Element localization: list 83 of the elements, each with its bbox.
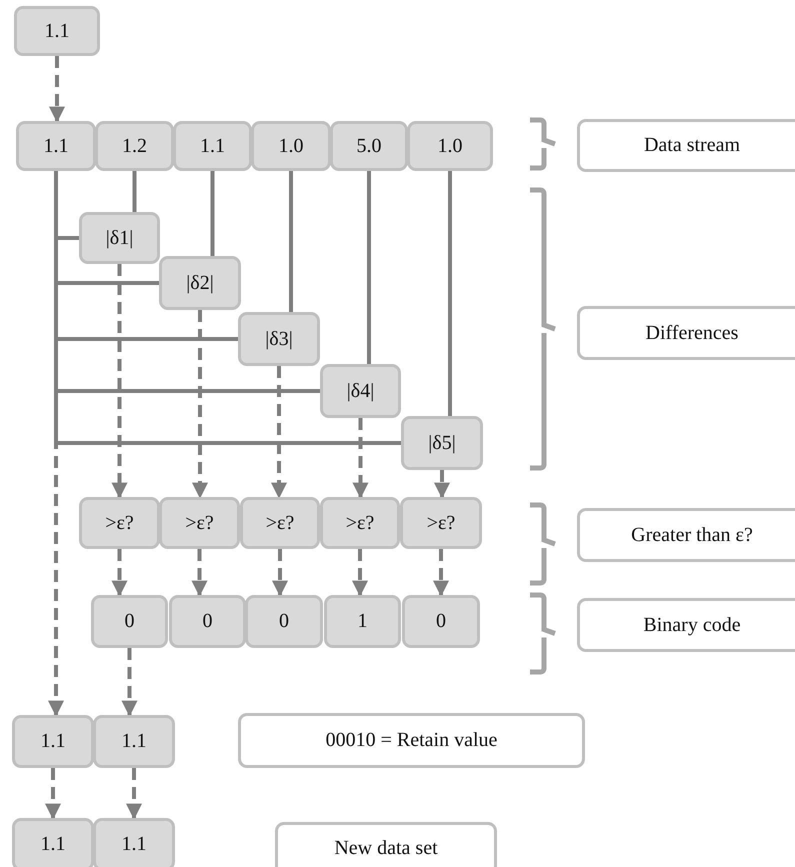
value-box bbox=[240, 497, 320, 549]
node-text: 1.1 bbox=[44, 134, 68, 158]
node-text: 1 bbox=[358, 610, 368, 633]
value-box bbox=[95, 121, 174, 171]
value-box bbox=[91, 595, 168, 648]
node-text: |δ1| bbox=[106, 226, 134, 250]
value-box bbox=[407, 121, 493, 171]
node-text: >ε? bbox=[185, 512, 214, 534]
value-box bbox=[159, 497, 240, 549]
label-box bbox=[577, 306, 795, 360]
node-text: 0 bbox=[279, 610, 289, 633]
value-box bbox=[93, 715, 175, 768]
value-box bbox=[79, 497, 160, 549]
node-text: 0 bbox=[436, 610, 446, 633]
node-text: >ε? bbox=[426, 512, 456, 534]
value-box bbox=[320, 497, 400, 549]
node-text: 0 bbox=[202, 610, 212, 633]
node-text: 1.2 bbox=[122, 134, 147, 158]
node-text: 0 bbox=[124, 610, 134, 633]
node-text: >ε? bbox=[346, 512, 374, 534]
node-text: 1.1 bbox=[40, 730, 66, 753]
arrow bbox=[434, 470, 450, 499]
arrow bbox=[122, 648, 138, 717]
connector-line bbox=[367, 171, 371, 364]
label-box bbox=[275, 822, 497, 867]
arrow bbox=[271, 366, 287, 499]
arrow bbox=[126, 768, 142, 820]
connector-line bbox=[210, 171, 214, 256]
value-box bbox=[400, 497, 482, 549]
node-text: 1.1 bbox=[122, 730, 146, 753]
arrow bbox=[112, 549, 128, 597]
node-text: New data set bbox=[334, 837, 438, 860]
node-text: |δ3| bbox=[265, 328, 293, 350]
node-text: >ε? bbox=[266, 512, 294, 534]
node-text: 1.1 bbox=[122, 833, 146, 856]
node-text: |δ4| bbox=[346, 380, 374, 402]
arrow bbox=[192, 310, 208, 499]
arrow bbox=[45, 768, 61, 820]
node-text: 5.0 bbox=[356, 134, 382, 158]
value-box bbox=[79, 212, 160, 264]
node-text: |δ2| bbox=[186, 272, 214, 294]
value-box bbox=[401, 416, 483, 470]
label-box bbox=[577, 598, 795, 652]
value-box bbox=[330, 121, 408, 171]
node-text: 1.0 bbox=[278, 134, 304, 158]
value-box bbox=[159, 256, 241, 310]
value-box bbox=[245, 595, 323, 648]
connector-line bbox=[289, 171, 293, 312]
value-box bbox=[402, 595, 480, 648]
node-text: Binary code bbox=[643, 614, 741, 636]
node-text: 1.1 bbox=[44, 20, 70, 42]
value-box bbox=[16, 121, 96, 171]
connector-line bbox=[132, 171, 136, 212]
arrow bbox=[49, 56, 65, 123]
node-text: Differences bbox=[646, 322, 738, 344]
value-box bbox=[324, 595, 401, 648]
value-box bbox=[169, 595, 246, 648]
arrow bbox=[433, 549, 449, 597]
label-box bbox=[238, 713, 585, 768]
node-text: Data stream bbox=[644, 134, 740, 157]
value-box bbox=[173, 121, 252, 171]
node-text: 1.1 bbox=[200, 134, 225, 158]
label-box bbox=[577, 508, 795, 562]
value-box bbox=[320, 364, 401, 418]
node-text: 1.1 bbox=[40, 833, 66, 856]
arrow bbox=[192, 549, 208, 597]
value-box bbox=[14, 6, 100, 56]
node-text: |δ5| bbox=[428, 432, 456, 454]
value-box bbox=[251, 121, 331, 171]
arrow bbox=[352, 549, 368, 597]
value-box bbox=[12, 818, 94, 867]
node-text: >ε? bbox=[105, 512, 134, 534]
arrow bbox=[112, 264, 128, 499]
arrow bbox=[272, 549, 288, 597]
node-text: 1.0 bbox=[438, 134, 462, 158]
arrow bbox=[352, 418, 368, 499]
value-box bbox=[93, 818, 175, 867]
connector-line bbox=[448, 171, 452, 416]
node-text: 00010 = Retain value bbox=[326, 729, 498, 752]
node-text: Greater than ε? bbox=[631, 524, 753, 546]
value-box bbox=[12, 715, 94, 768]
label-box bbox=[577, 119, 795, 172]
value-box bbox=[238, 312, 320, 366]
